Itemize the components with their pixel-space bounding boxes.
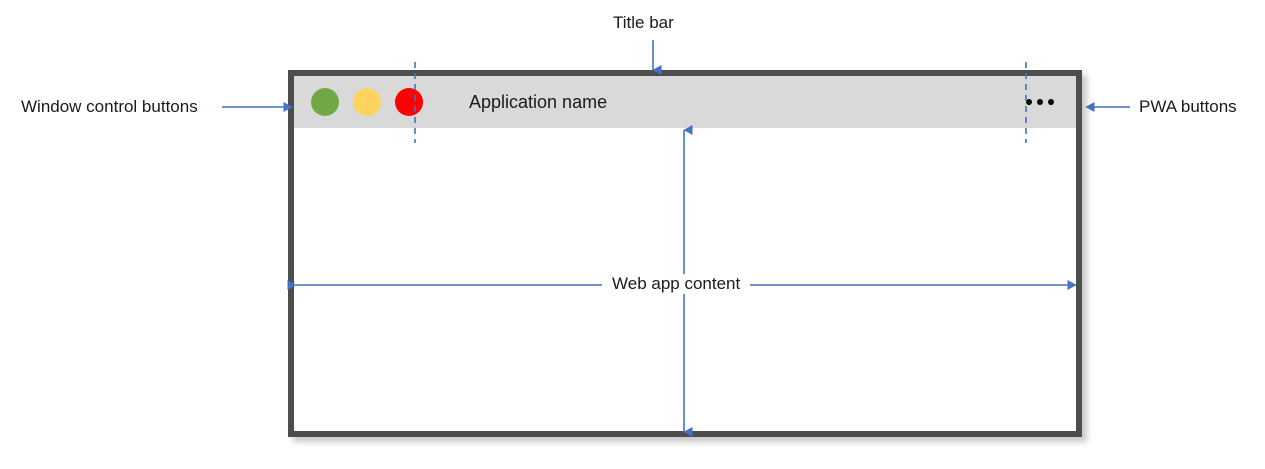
annotation-label-window-control-buttons: Window control buttons bbox=[21, 97, 198, 116]
pwa-menu-button[interactable] bbox=[1024, 95, 1056, 109]
window-control-buttons bbox=[311, 88, 423, 116]
annotation-label-web-app-content: Web app content bbox=[602, 274, 751, 294]
ellipsis-dot-2-icon bbox=[1037, 99, 1043, 105]
application-window: Application name bbox=[288, 70, 1082, 437]
annotation-label-pwa-buttons: PWA buttons bbox=[1139, 97, 1237, 116]
application-name: Application name bbox=[469, 91, 608, 112]
maximize-button[interactable] bbox=[353, 88, 381, 116]
minimize-button[interactable] bbox=[311, 88, 339, 116]
ellipsis-dot-1-icon bbox=[1026, 99, 1032, 105]
close-button[interactable] bbox=[395, 88, 423, 116]
ellipsis-dot-3-icon bbox=[1048, 99, 1054, 105]
title-bar[interactable]: Application name bbox=[294, 76, 1076, 128]
annotation-label-title-bar: Title bar bbox=[613, 13, 674, 32]
